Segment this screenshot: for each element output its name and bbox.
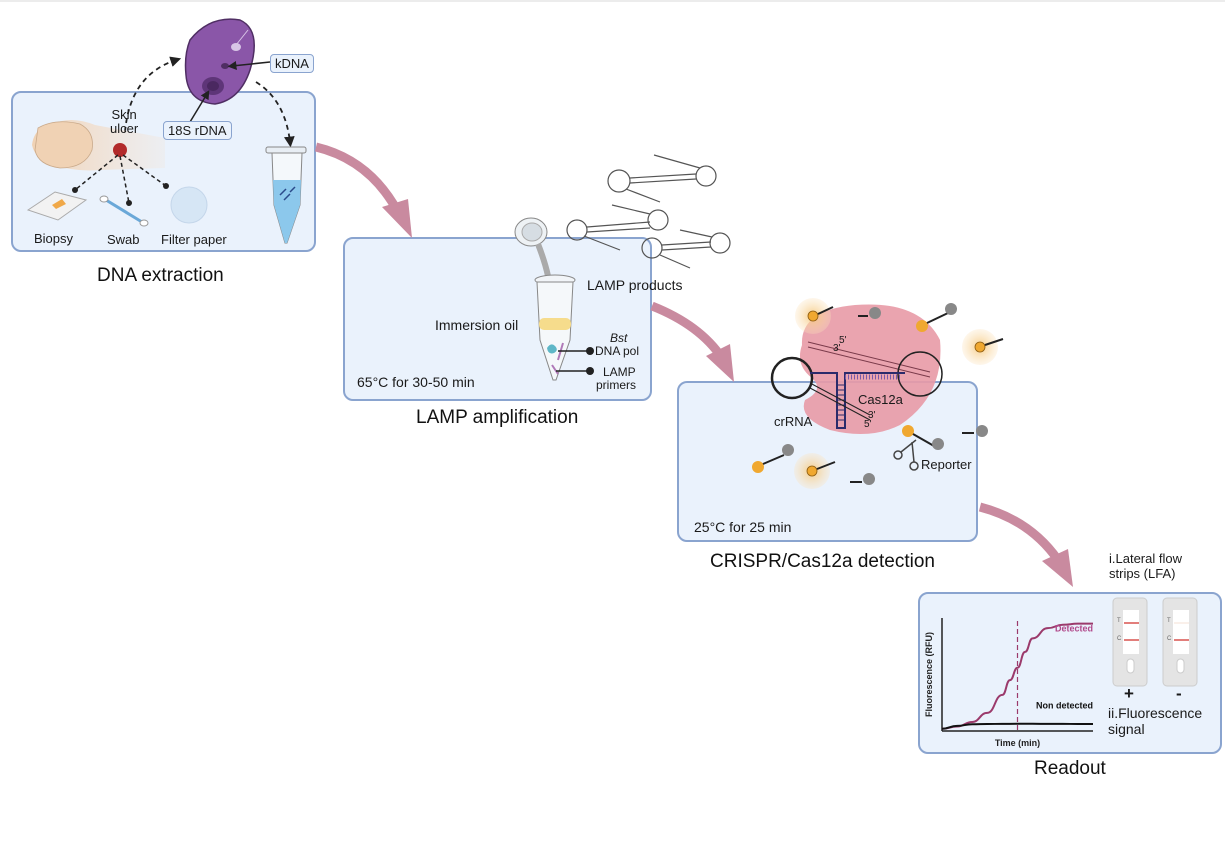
title-dna-extraction: DNA extraction [97, 265, 224, 286]
lamp-tube-icon [514, 217, 594, 381]
label-positive: + [1124, 684, 1134, 703]
panel-dna-extraction [11, 91, 316, 252]
label-primers: primers [596, 378, 637, 392]
lamp-products-icon [566, 154, 731, 269]
series-label-detected: Detected [1055, 624, 1093, 634]
intact-reporter [902, 425, 944, 450]
label-lamp-products: LAMP products [587, 277, 683, 293]
lfa-strip-negative [1162, 597, 1198, 687]
flow-arrow-1 [314, 142, 412, 238]
title-readout: Readout [1034, 758, 1106, 779]
label-strip-t-pos: T [1117, 618, 1121, 624]
label-immersion-oil: Immersion oil [435, 317, 519, 333]
label-bst: Bst [610, 331, 628, 345]
dashed-arrow-parasite-to-tube [255, 81, 295, 148]
label-biopsy: Biopsy [34, 231, 74, 246]
extraction-tube-icon [265, 146, 307, 244]
cleaved-reporter-glow [794, 453, 836, 489]
flow-arrow-3 [978, 502, 1073, 587]
sample-connectors [74, 154, 167, 204]
label-ulcer-line2: ulcer [110, 121, 139, 136]
label-negative: - [1176, 684, 1182, 703]
intact-reporter [916, 303, 957, 332]
label-fluor-line1: ii.Fluorescence [1108, 705, 1203, 721]
dashed-arrow-ulcer-to-parasite [124, 56, 182, 133]
top-border [0, 0, 1225, 2]
label-lamp: LAMP [603, 365, 636, 379]
swab-icon [99, 195, 149, 227]
label-fluor-line2: signal [1108, 721, 1145, 737]
cleaved-reporter-glow [795, 298, 834, 334]
label-swab: Swab [107, 232, 140, 247]
scissors-icon [893, 439, 919, 471]
label-strip-c-neg: C [1167, 636, 1172, 642]
label-3prime-bottom: 3' [868, 410, 876, 421]
label-cas12a: Cas12a [858, 392, 903, 407]
arm-icon [32, 120, 165, 171]
tag-18s-rdna: 18S rDNA [163, 121, 232, 140]
label-lfa-line1: i.Lateral flow [1109, 551, 1182, 566]
parasite-icon [184, 18, 271, 123]
reporter-molecules [752, 298, 1004, 489]
y-axis-label: Fluorescence (RFU) [924, 632, 934, 717]
cleaved-reporter-glow [962, 329, 1004, 365]
x-axis-label: Time (min) [995, 738, 1040, 748]
biopsy-slide-icon [26, 191, 88, 221]
label-crispr-condition: 25°C for 25 min [694, 519, 792, 535]
cas12a-icon [770, 304, 943, 434]
flow-arrow-2 [650, 301, 734, 382]
tag-kdna: kDNA [270, 54, 314, 73]
label-strip-c-pos: C [1117, 636, 1122, 642]
fluorophore-fragment [962, 425, 988, 437]
label-dna-pol: DNA pol [595, 344, 640, 358]
series-label-non-detected: Non detected [1036, 700, 1093, 710]
title-lamp-amplification: LAMP amplification [416, 407, 579, 428]
panel-lamp-amplification [343, 237, 652, 401]
label-lamp-condition: 65°C for 30-50 min [357, 374, 475, 390]
label-filter-paper: Filter paper [161, 232, 227, 247]
label-skin-line1: Skin [111, 107, 137, 122]
label-crrna: crRNA [774, 414, 813, 429]
label-strip-t-neg: T [1167, 618, 1171, 624]
label-skin-ulcer: Skin ulcer [110, 108, 138, 136]
label-reporter: Reporter [921, 457, 972, 472]
intact-reporter [752, 444, 794, 473]
label-5prime-top: 5' [839, 335, 847, 346]
fluorophore-fragment [850, 473, 875, 485]
label-5prime-bottom: 5' [864, 419, 872, 430]
label-lfa-line2: strips (LFA) [1109, 566, 1176, 581]
fluorophore-fragment [858, 307, 881, 319]
lfa-strip-positive [1112, 597, 1148, 687]
series-line-detected [941, 622, 1093, 730]
filter-paper-icon [170, 186, 208, 224]
title-crispr-detection: CRISPR/Cas12a detection [710, 551, 935, 572]
series-line-non-detected [941, 722, 1093, 730]
label-3prime-top: 3' [833, 343, 841, 354]
